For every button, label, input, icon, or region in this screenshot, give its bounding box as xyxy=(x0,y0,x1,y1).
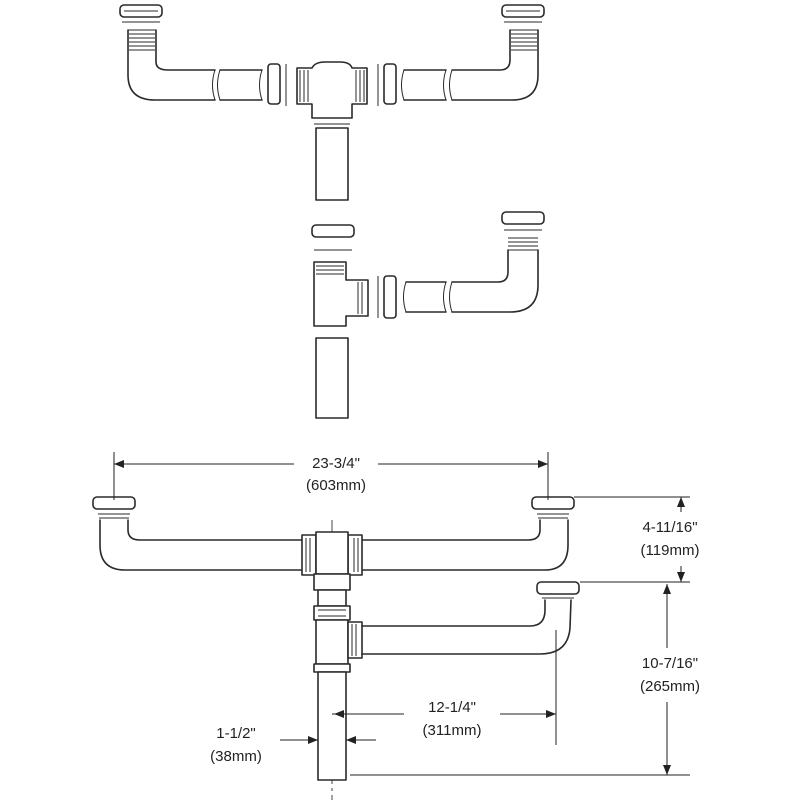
tee-height-imperial: 4-11/16" xyxy=(642,519,697,536)
single-elbow xyxy=(449,211,545,313)
exploded-view-single xyxy=(311,211,545,419)
assembled-side-branch xyxy=(347,581,580,659)
single-slip-nut xyxy=(377,275,397,319)
dim-outlet-height xyxy=(350,584,690,776)
right-tailpiece-nut xyxy=(501,4,545,23)
right-tube xyxy=(401,69,447,101)
cap-nut xyxy=(311,224,355,251)
side-tee xyxy=(313,261,369,327)
dim-tee-height xyxy=(574,496,690,583)
left-tube xyxy=(217,69,263,101)
left-slip-nut xyxy=(267,63,287,106)
assembled-right-nut xyxy=(531,496,575,519)
pipe-diameter-metric: (38mm) xyxy=(210,748,262,765)
right-elbow-pipe xyxy=(449,29,539,101)
left-elbow-pipe xyxy=(127,29,216,101)
outlet-height-metric: (265mm) xyxy=(640,678,700,695)
offset-length-imperial: 12-1/4" xyxy=(428,699,476,716)
assembled-left-nut xyxy=(92,496,136,519)
assembled-top-run xyxy=(99,519,569,571)
single-tailpiece xyxy=(315,337,349,419)
dim-overall-width xyxy=(113,452,549,500)
exploded-view-double xyxy=(119,4,545,201)
overall-width-metric: (603mm) xyxy=(306,477,366,494)
dim-offset-length xyxy=(332,630,557,745)
assembled-tee xyxy=(301,531,363,591)
pipe-diameter-imperial: 1-1/2" xyxy=(216,725,256,742)
right-slip-nut xyxy=(377,63,397,106)
left-tailpiece-nut xyxy=(119,4,163,23)
offset-length-metric: (311mm) xyxy=(423,722,482,739)
assembled-view: 23-3/4" (603mm) 4-11/16" (119mm) 10-7/16… xyxy=(92,452,700,800)
assembled-drop xyxy=(313,589,351,781)
overall-width-imperial: 23-3/4" xyxy=(312,455,360,472)
single-tube xyxy=(403,281,447,313)
outlet-height-imperial: 10-7/16" xyxy=(642,655,698,672)
tee-height-metric: (119mm) xyxy=(641,542,700,559)
center-tailpiece xyxy=(314,123,350,201)
dim-pipe-diameter xyxy=(280,736,376,744)
tee-fitting xyxy=(296,61,368,119)
